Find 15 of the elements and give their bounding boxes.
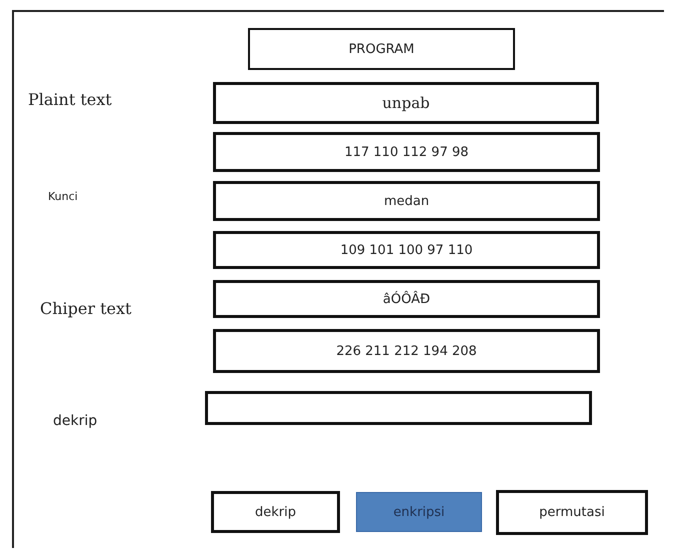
text-field: unpab [213, 82, 599, 124]
field-label: dekrip [53, 413, 98, 429]
button: dekrip [211, 491, 340, 533]
text-field: 109 101 100 97 110 [213, 231, 600, 269]
text-field: 117 110 112 97 98 [213, 132, 600, 172]
text-field: âÓÔÂÐ [213, 280, 600, 318]
text-field: 226 211 212 194 208 [213, 329, 600, 373]
text-field [205, 391, 592, 425]
field-label: Chiper text [40, 299, 132, 318]
button: permutasi [496, 490, 648, 535]
field-label: Kunci [48, 190, 78, 203]
text-field: medan [213, 181, 600, 221]
field-label: Plaint text [28, 90, 112, 109]
title-box: PROGRAM [248, 28, 515, 70]
button: enkripsi [356, 492, 482, 532]
